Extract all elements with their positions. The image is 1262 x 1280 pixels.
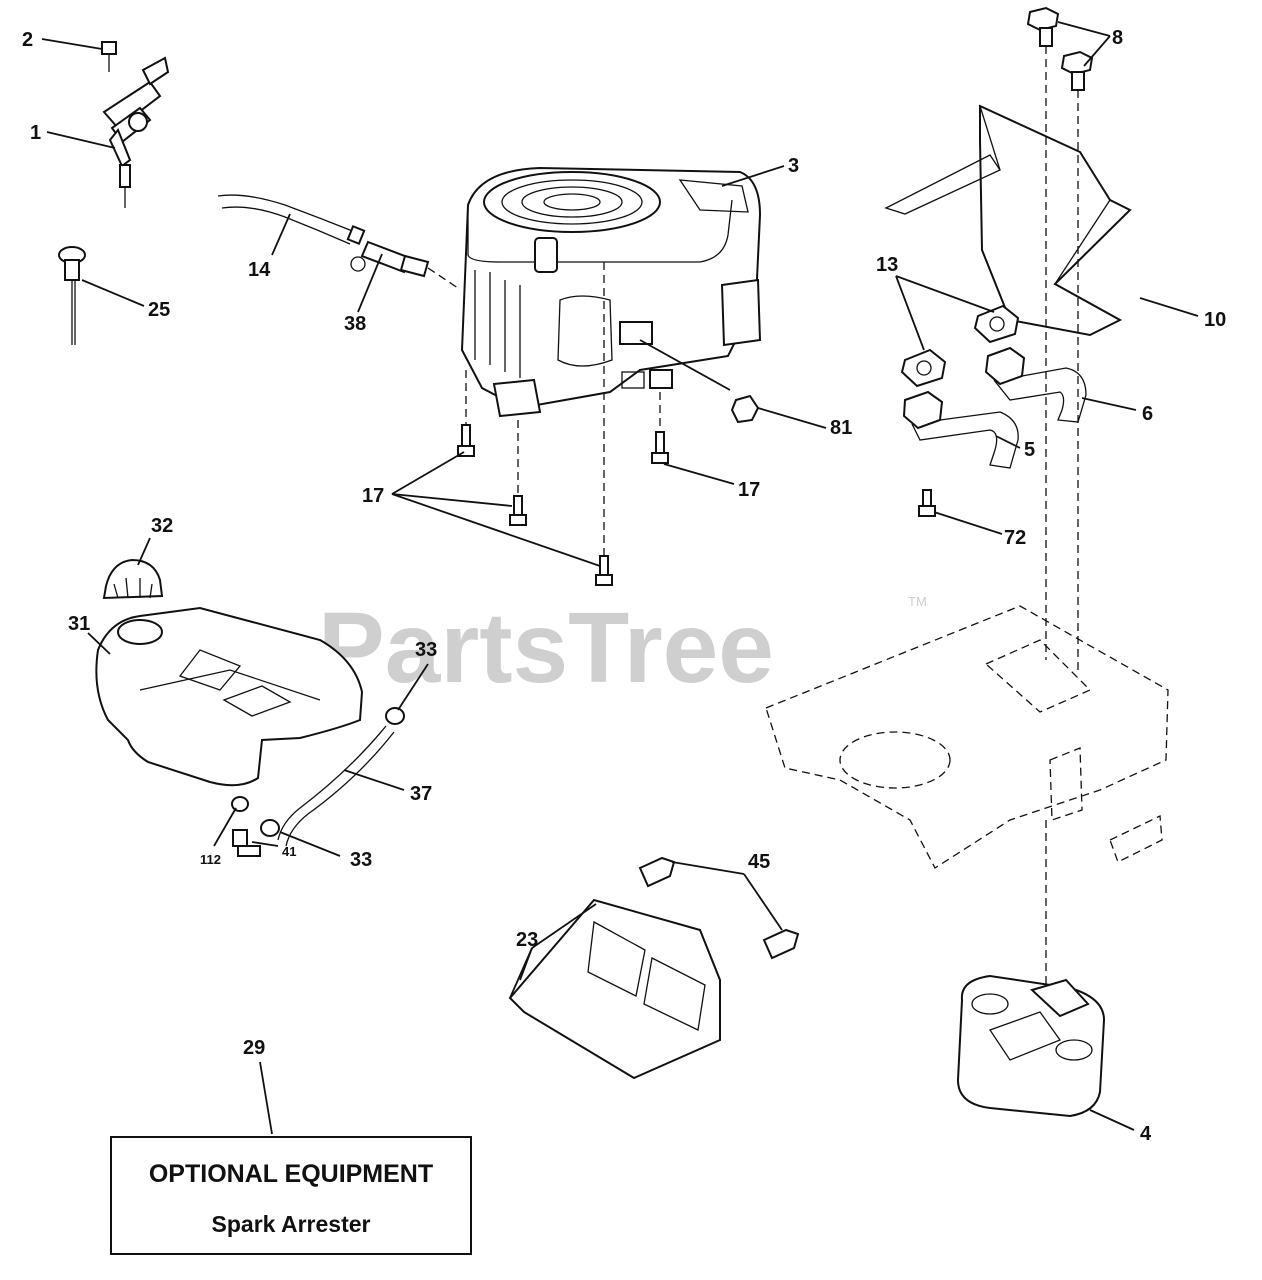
exhaust-pipe-left[interactable]: [902, 390, 1019, 469]
watermark-tm: TM: [908, 594, 927, 609]
callout-17-right: 17: [738, 479, 760, 501]
watermark-text: PartsTree: [318, 592, 774, 704]
throttle-screw[interactable]: [101, 41, 117, 72]
fuel-filter[interactable]: [350, 240, 430, 278]
callout-33-bottom: 33: [350, 849, 372, 871]
exhaust-gaskets[interactable]: [900, 304, 1020, 388]
optional-equipment-title: OPTIONAL EQUIPMENT: [149, 1160, 433, 1188]
guard-screws[interactable]: [638, 856, 800, 960]
callout-4: 4: [1140, 1123, 1152, 1145]
heat-shield[interactable]: [884, 104, 1132, 337]
engine-nut[interactable]: [730, 394, 760, 424]
engine-bolts[interactable]: [457, 424, 669, 586]
exhaust-bolt[interactable]: [918, 489, 936, 517]
fuel-elbow[interactable]: [232, 829, 261, 857]
callout-72: 72: [1004, 527, 1026, 549]
callout-37: 37: [410, 783, 432, 805]
fuel-cap[interactable]: [102, 558, 164, 600]
callout-2: 2: [22, 29, 33, 51]
engine[interactable]: [460, 166, 762, 418]
callout-41: 41: [282, 844, 296, 859]
callout-45: 45: [748, 851, 770, 873]
guard-plate[interactable]: [508, 898, 721, 1080]
hose-clamps[interactable]: [260, 707, 405, 837]
callout-5: 5: [1024, 439, 1035, 461]
callout-13: 13: [876, 254, 898, 276]
fuel-tank[interactable]: [95, 606, 364, 787]
fuel-line[interactable]: [217, 194, 366, 246]
optional-equipment-item: Spark Arrester: [212, 1211, 371, 1237]
throttle-control-bracket[interactable]: [102, 56, 170, 208]
choke-knob[interactable]: [58, 246, 86, 345]
callout-33-top: 33: [415, 639, 437, 661]
callout-29: 29: [243, 1037, 265, 1059]
grommet[interactable]: [231, 796, 249, 812]
leader-lines: [41, 21, 1199, 1135]
muffler[interactable]: [956, 974, 1106, 1118]
callout-81: 81: [830, 417, 852, 439]
callout-8: 8: [1112, 27, 1123, 49]
callout-31: 31: [68, 613, 90, 635]
callout-10: 10: [1204, 309, 1226, 331]
callout-17-left: 17: [362, 485, 384, 507]
callout-25: 25: [148, 299, 170, 321]
mounting-frame: [765, 605, 1169, 869]
exhaust-pipe-right[interactable]: [984, 346, 1087, 423]
callout-38: 38: [344, 313, 366, 335]
callout-1: 1: [30, 122, 41, 144]
callout-112: 112: [200, 852, 221, 867]
callout-6: 6: [1142, 403, 1153, 425]
callout-32: 32: [151, 515, 173, 537]
callout-14: 14: [248, 259, 271, 281]
callout-3: 3: [788, 155, 799, 177]
callout-23: 23: [516, 929, 538, 951]
shoulder-bolts[interactable]: [1026, 6, 1094, 91]
fuel-hose[interactable]: [277, 725, 395, 847]
optional-equipment-box: OPTIONAL EQUIPMENT Spark Arrester: [110, 1136, 472, 1255]
